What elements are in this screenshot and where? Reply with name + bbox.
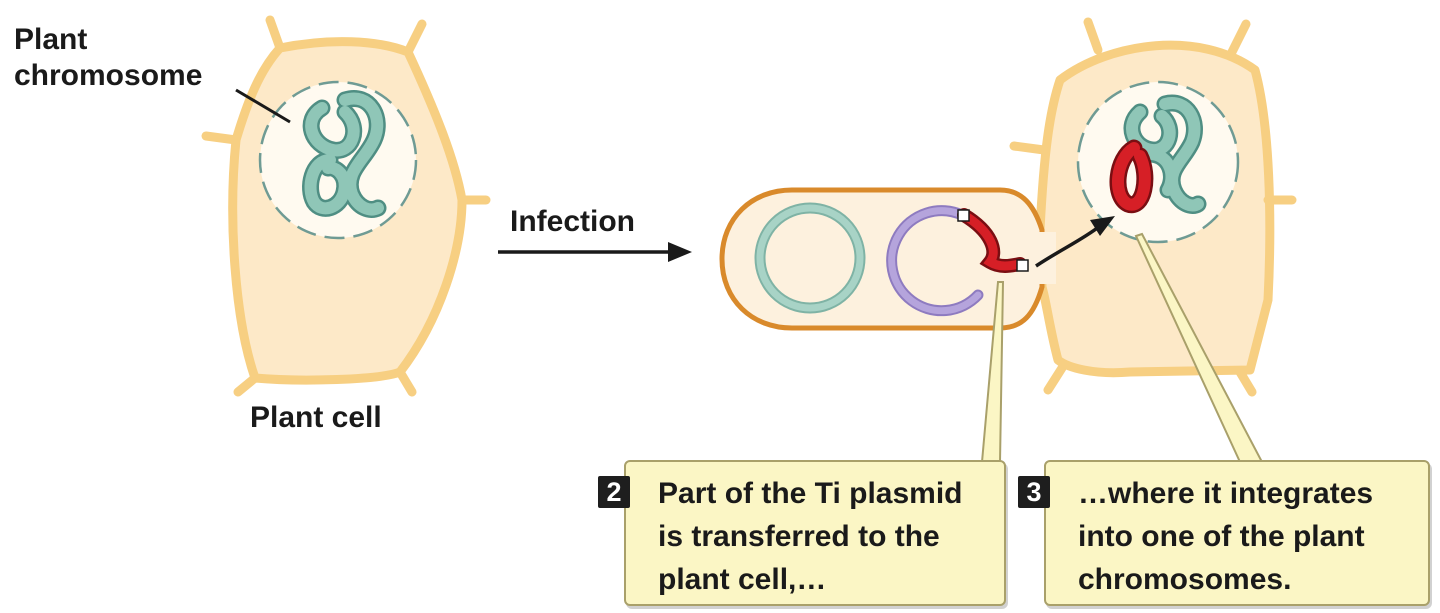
callout-step-2-line-2: is transferred to the — [658, 520, 940, 553]
agrobacterium-cell — [719, 187, 1056, 331]
plant-chromosome-label-line-2: chromosome — [14, 59, 203, 92]
left-cell-wall-stubs — [201, 15, 491, 397]
callout-step-2-line-3: plant cell,… — [658, 563, 827, 596]
bacterium-membrane — [719, 187, 1045, 331]
plant-cell-label: Plant cell — [250, 401, 382, 434]
callout-step-3-text: …where it integrates into one of the pla… — [1078, 472, 1373, 601]
right-chromosomes — [1109, 94, 1207, 214]
t-dna-border-left — [957, 209, 970, 222]
infection-arrow — [498, 242, 692, 262]
t-dna-border-right — [1016, 259, 1029, 272]
plant-chromosome-label: Plant chromosome — [14, 22, 202, 94]
callout-step-3: 3 …where it integrates into one of the p… — [1018, 460, 1430, 606]
left-chromosomes — [302, 90, 387, 218]
ti-plasmid — [886, 205, 984, 317]
callout-step-3-line-1: …where it integrates — [1078, 477, 1374, 510]
plant-chromosome-label-line-1: Plant — [14, 23, 88, 56]
transfer-arrow — [1035, 216, 1115, 268]
callout-step-3-line-2: into one of the plant — [1078, 520, 1365, 553]
left-plant-cell — [201, 15, 491, 397]
callout-step-2-line-1: Part of the Ti plasmid — [658, 477, 963, 510]
right-cell-wall-stubs — [1009, 17, 1297, 397]
callout-step-3-line-3: chromosomes. — [1078, 563, 1292, 596]
plant-chromosome-leader — [235, 88, 291, 124]
callout-leaders — [980, 232, 1264, 463]
callout-step-2-text: Part of the Ti plasmid is transferred to… — [658, 472, 963, 601]
membrane-pore — [1030, 232, 1056, 284]
step-2-badge: 2 — [598, 476, 630, 508]
right-plant-cell — [1009, 17, 1297, 397]
infection-label: Infection — [510, 205, 635, 238]
callout-step-2: 2 Part of the Ti plasmid is transferred … — [598, 460, 1006, 606]
integrated-t-dna — [1109, 139, 1154, 214]
bacterial-chromosome — [754, 202, 866, 314]
step-3-badge: 3 — [1018, 476, 1050, 508]
t-dna-segment — [957, 208, 1027, 273]
